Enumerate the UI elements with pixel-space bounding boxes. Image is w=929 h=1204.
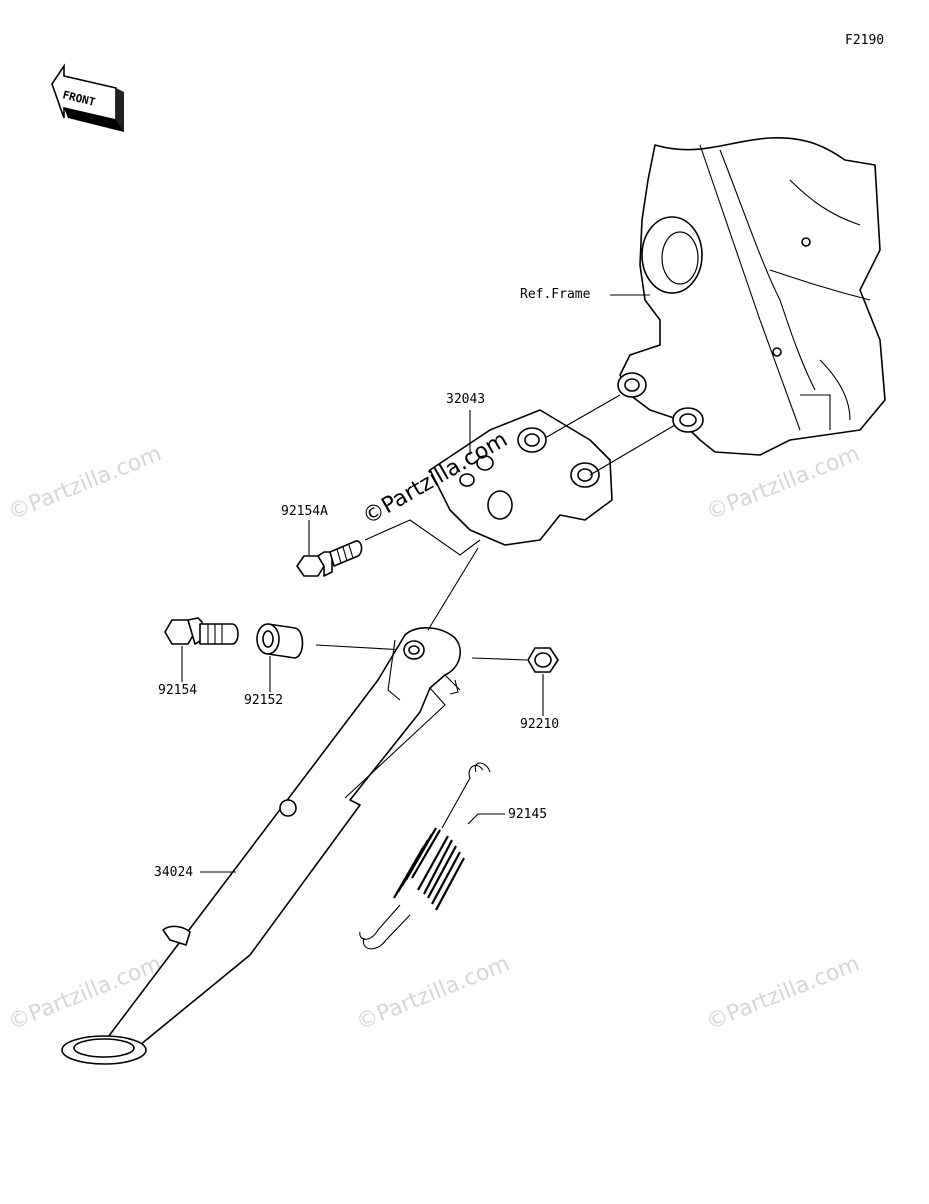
nut-92210 [527, 647, 559, 673]
watermark-4: ©Partzilla.com [353, 951, 513, 1035]
figure-code: F2190 [845, 33, 884, 48]
label-92152: 92152 [244, 693, 283, 708]
bolt-92154a [296, 540, 363, 577]
label-92145: 92145 [508, 807, 547, 822]
label-34024: 34024 [154, 865, 193, 880]
watermark-5: ©Partzilla.com [703, 951, 863, 1035]
label-92154a: 92154A [281, 504, 328, 519]
side-stand-34024 [61, 627, 461, 1065]
spring-92145 [359, 762, 491, 950]
label-92210: 92210 [520, 717, 559, 732]
ref-frame-label: Ref.Frame [520, 287, 591, 302]
watermarks: ©Partzilla.com ©Partzilla.com ©Partzilla… [5, 441, 863, 1035]
collar-92152 [256, 623, 304, 659]
bolt-92154 [164, 617, 239, 645]
watermark-1: ©Partzilla.com [5, 441, 165, 525]
label-32043: 32043 [446, 392, 485, 407]
bracket-32043 [429, 409, 613, 546]
label-92154: 92154 [158, 683, 197, 698]
watermark-2: ©Partzilla.com [703, 441, 863, 525]
ref-frame [617, 137, 886, 456]
front-arrow-icon: FRONT [51, 63, 124, 132]
